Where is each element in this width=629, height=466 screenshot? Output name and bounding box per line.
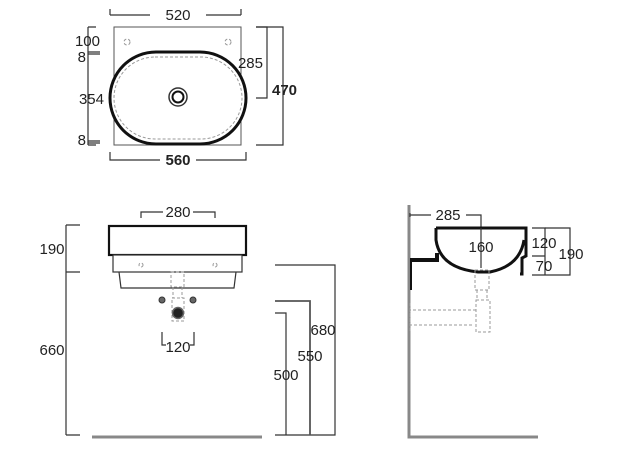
dim-160: 160: [468, 239, 493, 256]
dim-8-bottom: 8: [78, 132, 86, 149]
dim-500: 500: [273, 367, 298, 384]
drain-icon: [168, 87, 188, 107]
dim-line-500: [275, 312, 287, 435]
basin-inner: [113, 56, 243, 140]
dim-line-left: [87, 26, 100, 146]
valve-icon: [158, 296, 166, 304]
dim-520: 520: [165, 7, 190, 24]
waste-pipe: [170, 271, 185, 322]
fixing-hole: [138, 262, 144, 268]
dim-line-285-side: [409, 213, 482, 228]
dim-550: 550: [297, 348, 322, 365]
dim-line-560: [109, 152, 247, 161]
dim-285: 285: [238, 55, 263, 72]
mounting-bracket: [410, 253, 439, 290]
valve-icon: [189, 296, 197, 304]
dim-560: 560: [165, 152, 190, 169]
dim-120-side: 120: [531, 235, 556, 252]
dim-660: 660: [39, 342, 64, 359]
waste-outlet-icon: [171, 306, 185, 320]
basin-front: [107, 224, 248, 257]
dim-285-side: 285: [435, 207, 460, 224]
wall-and-floor: [407, 205, 538, 439]
dim-190: 190: [39, 241, 64, 258]
trap-pipe: [409, 269, 491, 333]
fixing-hole: [212, 262, 218, 268]
basin-lower: [112, 254, 243, 273]
dim-line-190-side: [545, 227, 571, 276]
side-view: 285 160 120 70 190: [407, 205, 584, 439]
fixing-hole: [123, 38, 131, 46]
fixing-hole: [224, 38, 232, 46]
dim-470: 470: [272, 82, 297, 99]
dim-line-120: [161, 332, 195, 346]
dim-190-side: 190: [558, 246, 583, 263]
dim-8-top: 8: [78, 49, 86, 66]
dim-70-side: 70: [536, 258, 553, 275]
basin-foot: [118, 271, 237, 289]
dim-100: 100: [75, 33, 100, 50]
dim-line-520: [109, 9, 242, 16]
dim-120: 120: [165, 339, 190, 356]
dim-354: 354: [79, 91, 104, 108]
dim-line-left-front: [65, 224, 80, 436]
drain-inner: [171, 90, 185, 104]
basin-outline: [108, 50, 248, 146]
dim-280: 280: [165, 204, 190, 221]
dim-line-470: [256, 26, 284, 146]
basin-side: [434, 226, 528, 276]
dim-680: 680: [310, 322, 335, 339]
dim-line-120-70: [532, 227, 546, 276]
front-view: 280 120 190 660 680 550 500: [39, 204, 336, 439]
top-view: 520 100 8 354 8 285 470 560: [75, 7, 297, 169]
dim-line-550: [275, 300, 311, 435]
dim-line-280: [140, 211, 216, 218]
dim-line-680: [275, 264, 336, 436]
